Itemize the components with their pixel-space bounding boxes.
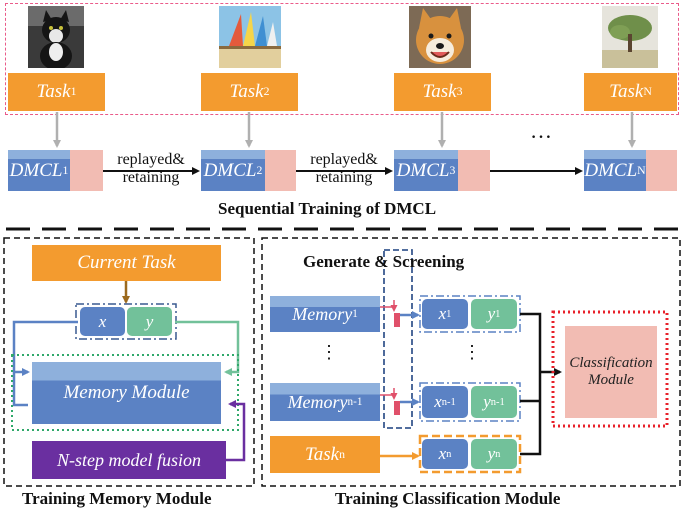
ellipsis: … xyxy=(530,118,552,143)
dmcl-subscript: 3 xyxy=(449,163,456,177)
y-subscript: n xyxy=(495,448,501,460)
dmcl-label: DMCL xyxy=(203,159,257,181)
transition-line-1: replayed& xyxy=(117,151,185,168)
current-task-box: Current Task xyxy=(32,245,221,281)
x-label: x xyxy=(438,304,447,323)
y-subscript: n-1 xyxy=(490,396,505,408)
dmcl-subscript: N xyxy=(637,163,646,177)
transition-line-1: replayed& xyxy=(310,151,378,168)
current-task-label: Current Task xyxy=(77,252,176,273)
x-label: x xyxy=(98,311,107,331)
generate-title: Generate & Screening xyxy=(303,252,465,271)
dog-photo xyxy=(409,6,471,68)
sequential-title: Sequential Training of DMCL xyxy=(218,199,437,218)
transition-label-1: replayed& retaining xyxy=(104,151,198,187)
y-label: y xyxy=(145,311,154,331)
transition-line-2: retaining xyxy=(315,169,373,186)
y-label: y xyxy=(487,304,496,323)
y-label: y xyxy=(487,444,496,463)
nstep-fusion-label: N-step model fusion xyxy=(57,449,201,470)
dmcl-label: DMCL xyxy=(584,159,638,181)
classification-line-1: Classification xyxy=(569,355,653,371)
transition-line-2: retaining xyxy=(122,169,180,186)
dmcl-subscript: 2 xyxy=(256,163,263,177)
vertical-dots-left: ⋮ xyxy=(320,342,338,362)
x-subscript: n-1 xyxy=(441,396,456,408)
classification-line-2: Module xyxy=(588,372,634,388)
task-label: Task xyxy=(609,81,644,102)
memory-section-title: Training Memory Module xyxy=(22,489,212,508)
y-label: y xyxy=(483,392,491,411)
task-label: Task xyxy=(36,81,71,102)
y-subscript: 1 xyxy=(495,308,501,320)
dmcl-label: DMCL xyxy=(9,159,63,181)
classification-module-box: Classification Module xyxy=(565,326,657,418)
memory-label: Memory xyxy=(287,391,348,412)
memory-module-block: Memory Module xyxy=(32,362,221,424)
task-n-subscript: n xyxy=(339,447,346,461)
memory-subscript: 1 xyxy=(352,308,358,320)
x-subscript: n xyxy=(446,448,452,460)
vertical-dots-right: ⋮ xyxy=(463,342,481,362)
memory-module-label: Memory Module xyxy=(63,382,190,403)
memory-subscript: n-1 xyxy=(347,396,363,408)
task-subscript: 1 xyxy=(70,85,77,98)
task-subscript: N xyxy=(643,85,652,98)
memory-x-box: x xyxy=(80,307,125,336)
x-subscript: 1 xyxy=(446,308,452,320)
memory-label: Memory xyxy=(292,303,353,324)
x-label: x xyxy=(434,392,442,411)
task-subscript: 2 xyxy=(263,85,270,98)
transition-label-2: replayed& retaining xyxy=(297,151,391,187)
task-n-label: Task xyxy=(304,443,340,465)
cat-photo xyxy=(28,6,84,68)
task-subscript: 3 xyxy=(456,85,463,98)
nstep-fusion-box: N-step model fusion xyxy=(32,441,226,479)
task-label: Task xyxy=(422,81,457,102)
dmcl-label: DMCL xyxy=(396,159,450,181)
memory-y-box: y xyxy=(127,307,172,336)
task-label: Task xyxy=(229,81,264,102)
x-label: x xyxy=(438,444,447,463)
dmcl-subscript: 1 xyxy=(62,163,69,177)
sailboats-photo xyxy=(219,6,281,68)
classification-section-title: Training Classification Module xyxy=(335,489,561,508)
tree-photo xyxy=(602,6,658,68)
task-group-border xyxy=(5,3,679,115)
